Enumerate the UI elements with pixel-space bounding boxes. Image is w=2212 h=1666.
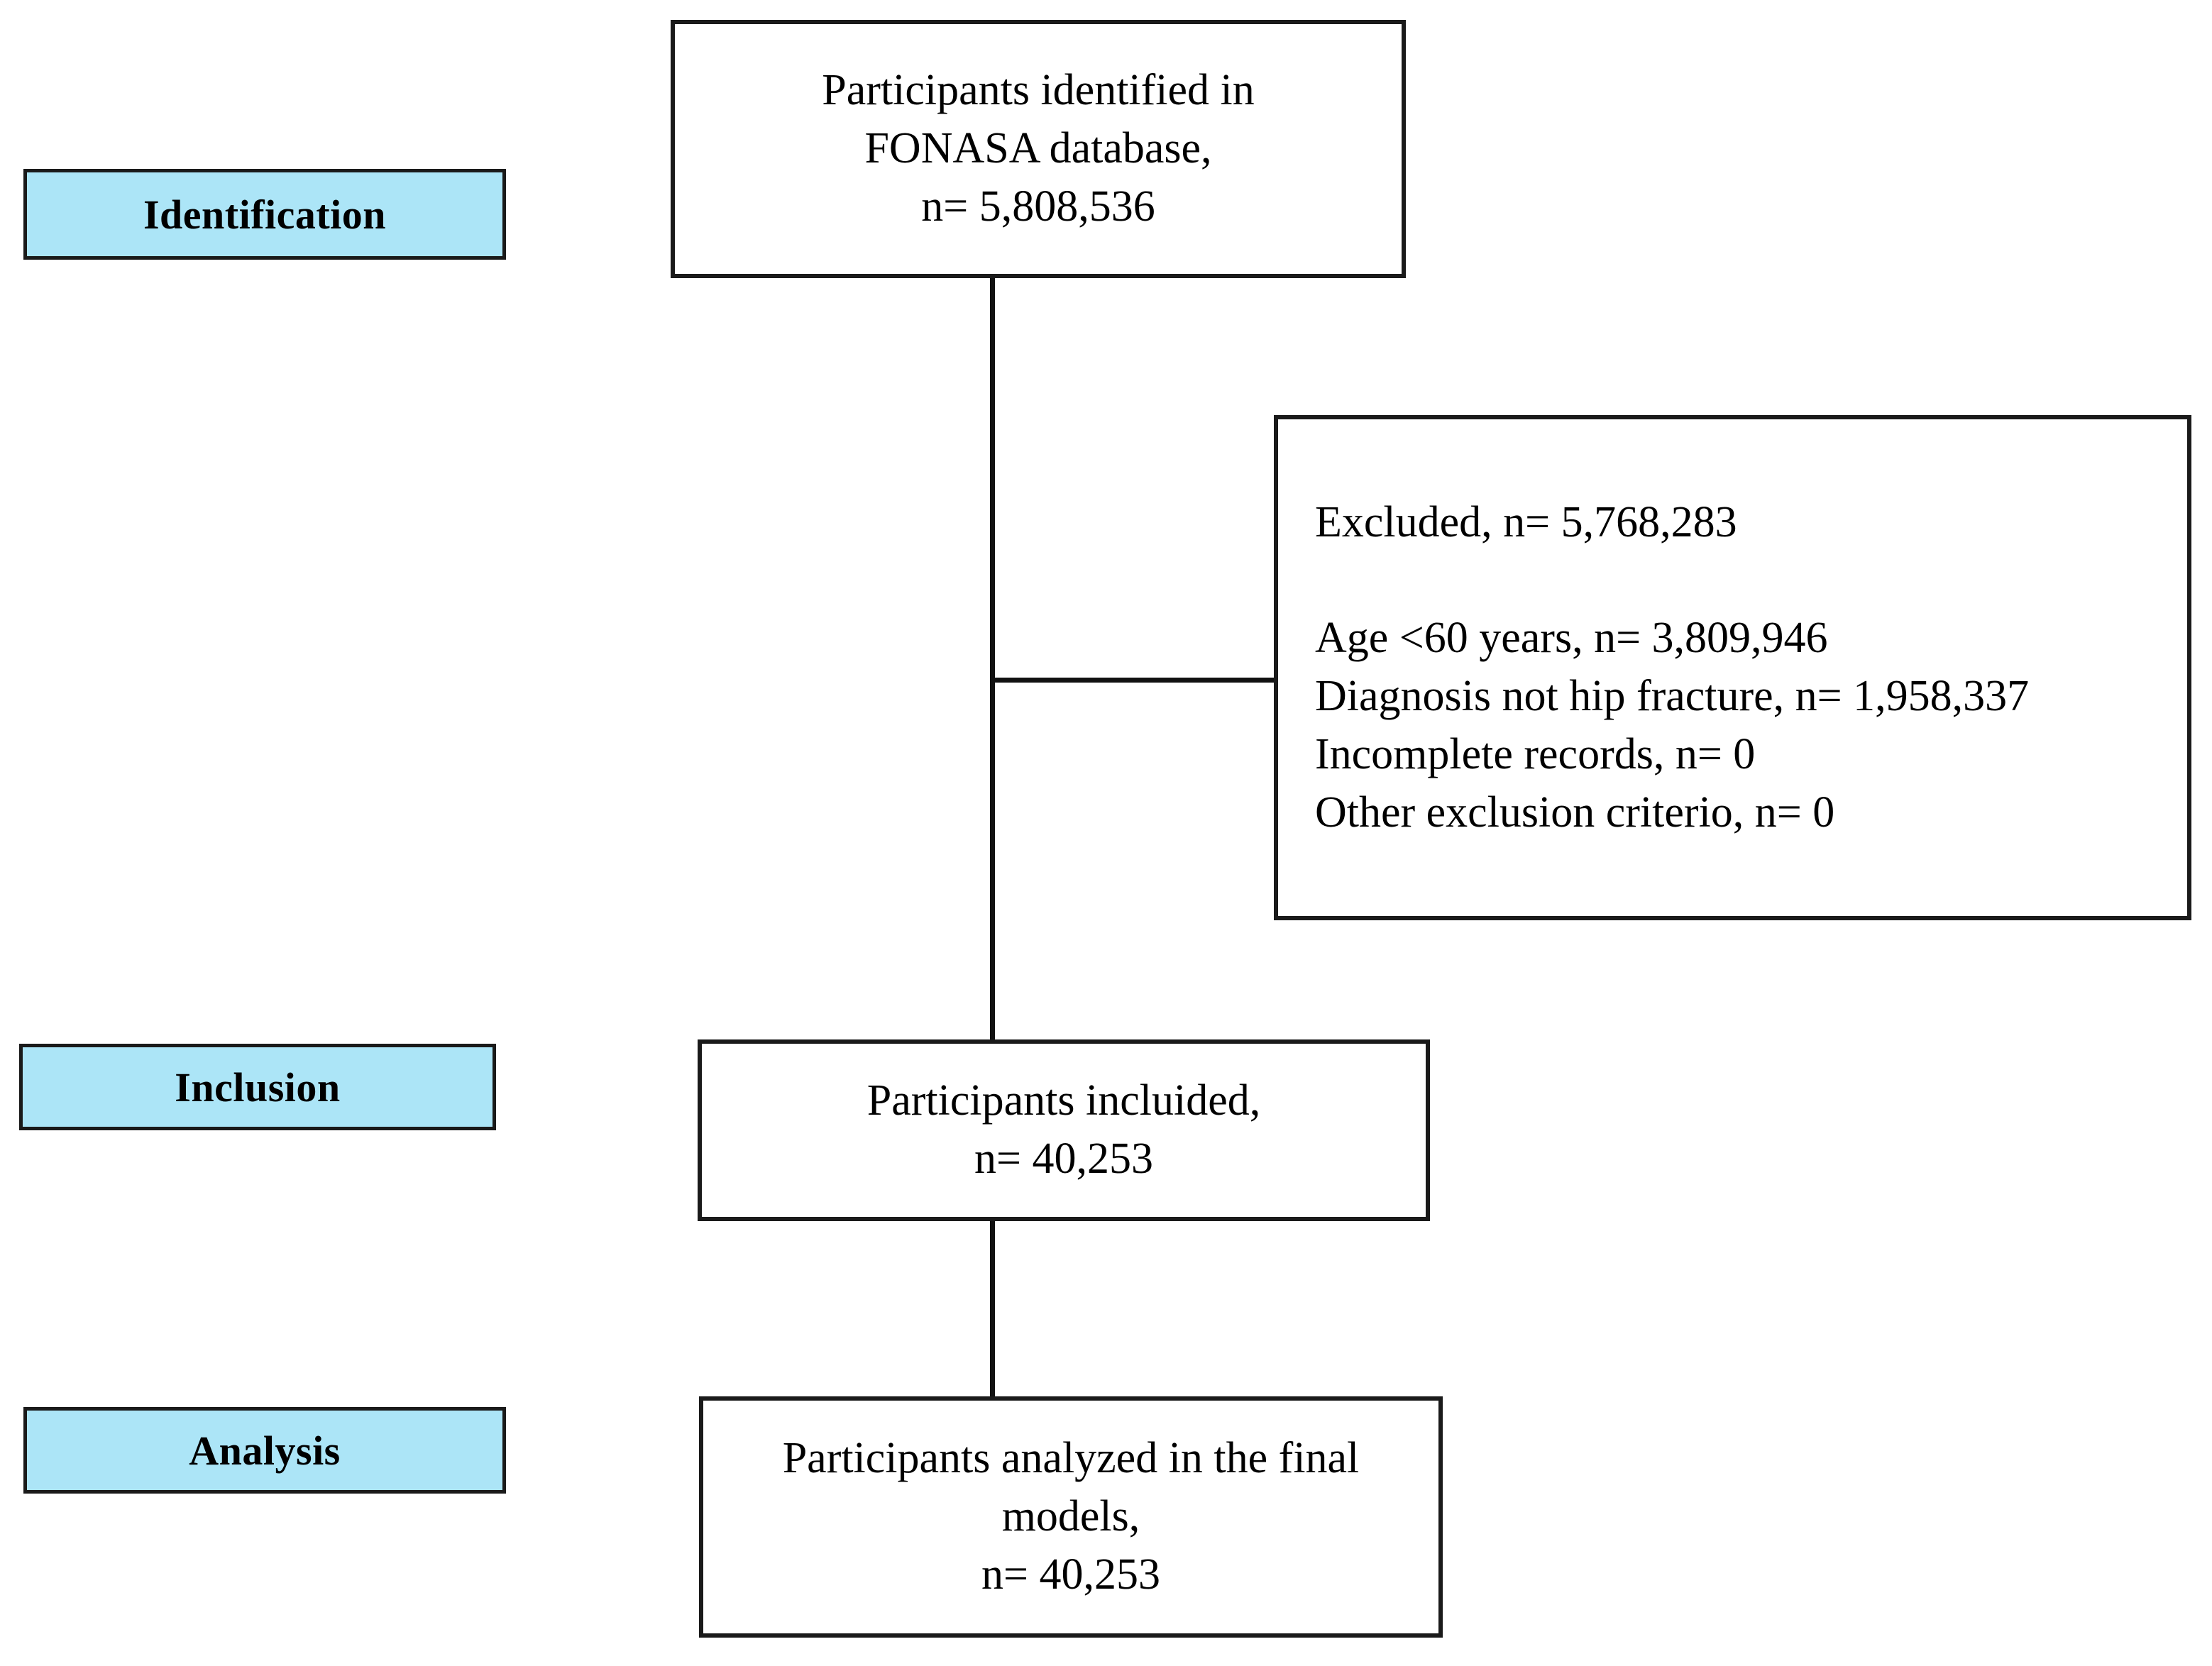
node-line: Participants incluided, — [866, 1076, 1261, 1125]
stage-label-analysis-text: Analysis — [189, 1427, 341, 1474]
node-line: n= 40,253 — [981, 1550, 1160, 1599]
connector-included-to-analyzed — [990, 1219, 995, 1399]
node-line: Age <60 years, n= 3,809,946 — [1315, 614, 1828, 663]
node-participants-included: Participants incluided, n= 40,253 — [698, 1039, 1430, 1221]
node-participants-analyzed: Participants analyzed in the final model… — [699, 1396, 1443, 1638]
stage-label-analysis: Analysis — [23, 1407, 506, 1494]
connector-identified-to-included — [990, 277, 995, 1042]
node-line: n= 40,253 — [974, 1135, 1153, 1183]
node-line-spacer — [1315, 551, 2150, 609]
stage-label-identification: Identification — [23, 169, 506, 260]
node-line: Participants identified in — [822, 66, 1255, 115]
node-line: n= 5,808,536 — [921, 182, 1155, 231]
node-participants-identified: Participants identified in FONASA databa… — [671, 20, 1406, 278]
stage-label-inclusion-text: Inclusion — [175, 1064, 341, 1110]
node-line: models, — [1001, 1492, 1140, 1541]
node-line: Incomplete records, n= 0 — [1315, 729, 1756, 778]
stage-label-inclusion: Inclusion — [19, 1044, 496, 1130]
stage-label-identification-text: Identification — [143, 191, 387, 238]
node-line: Diagnosis not hip fracture, n= 1,958,337 — [1315, 672, 2030, 720]
connector-branch-to-excluded — [992, 678, 1276, 683]
node-excluded: Excluded, n= 5,768,283 Age <60 years, n=… — [1274, 415, 2191, 920]
node-line: Participants analyzed in the final — [782, 1434, 1360, 1483]
node-line: Other exclusion criterio, n= 0 — [1315, 788, 1835, 837]
node-line: Excluded, n= 5,768,283 — [1315, 497, 1737, 546]
node-line: FONASA database, — [864, 124, 1212, 173]
